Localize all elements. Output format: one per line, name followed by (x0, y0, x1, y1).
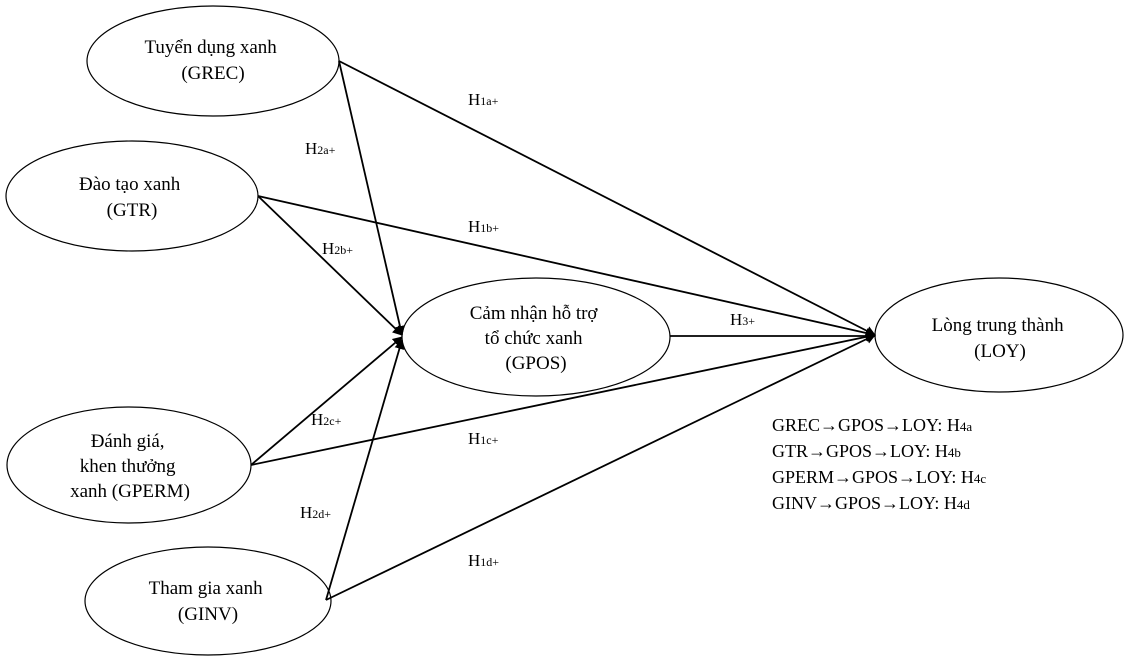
arrow-h1d (325, 334, 876, 601)
mediation-path-1: GREC→GPOS→LOY: H4a (772, 415, 972, 435)
arrow-h1b (257, 195, 876, 338)
node-grec-label: Tuyển dụng xanh (GREC) (144, 37, 281, 84)
node-gtr-label: Đào tạo xanh (GTR) (79, 174, 185, 221)
node-gtr-ellipse (5, 140, 259, 252)
arrow-h2b (257, 195, 403, 336)
mediation-path-2: GTR→GPOS→LOY: H4b (772, 441, 961, 461)
hypothesis-h2d-label: H2d+ (300, 503, 331, 522)
node-gperm-label: Đánh giá, khen thưởng xanh (GPERM) (70, 431, 190, 502)
hypothesis-h1c-label: H1c+ (468, 429, 499, 448)
hypothesis-h2c-label: H2c+ (311, 410, 342, 429)
hypothesis-h3-label: H3+ (730, 310, 755, 329)
arrow-h1c (250, 331, 876, 466)
node-grec-ellipse (86, 5, 340, 117)
node-loy-label: Lòng trung thành (LOY) (932, 315, 1069, 362)
node-ginv-ellipse (84, 546, 332, 656)
node-gpos-label: Cảm nhận hỗ trợ tổ chức xanh (GPOS) (470, 303, 602, 374)
mediation-path-4: GINV→GPOS→LOY: H4d (772, 493, 970, 513)
mediation-path-3: GPERM→GPOS→LOY: H4c (772, 467, 986, 487)
mediation-paths-list: GREC→GPOS→LOY: H4a GTR→GPOS→LOY: H4b GPE… (772, 415, 986, 513)
hypothesis-h1b-label: H1b+ (468, 217, 499, 236)
node-ginv-label: Tham gia xanh (GINV) (149, 578, 268, 625)
hypothesis-h1d-label: H1d+ (468, 551, 499, 570)
arrow-h2c (250, 336, 403, 466)
arrow-h2d (325, 339, 405, 601)
arrow-h2a (338, 60, 405, 336)
hypothesis-h2a-label: H2a+ (305, 139, 336, 158)
hypothesis-h2b-label: H2b+ (322, 239, 353, 258)
arrow-h1a (338, 60, 876, 336)
hypothesis-h1a-label: H1a+ (468, 90, 499, 109)
